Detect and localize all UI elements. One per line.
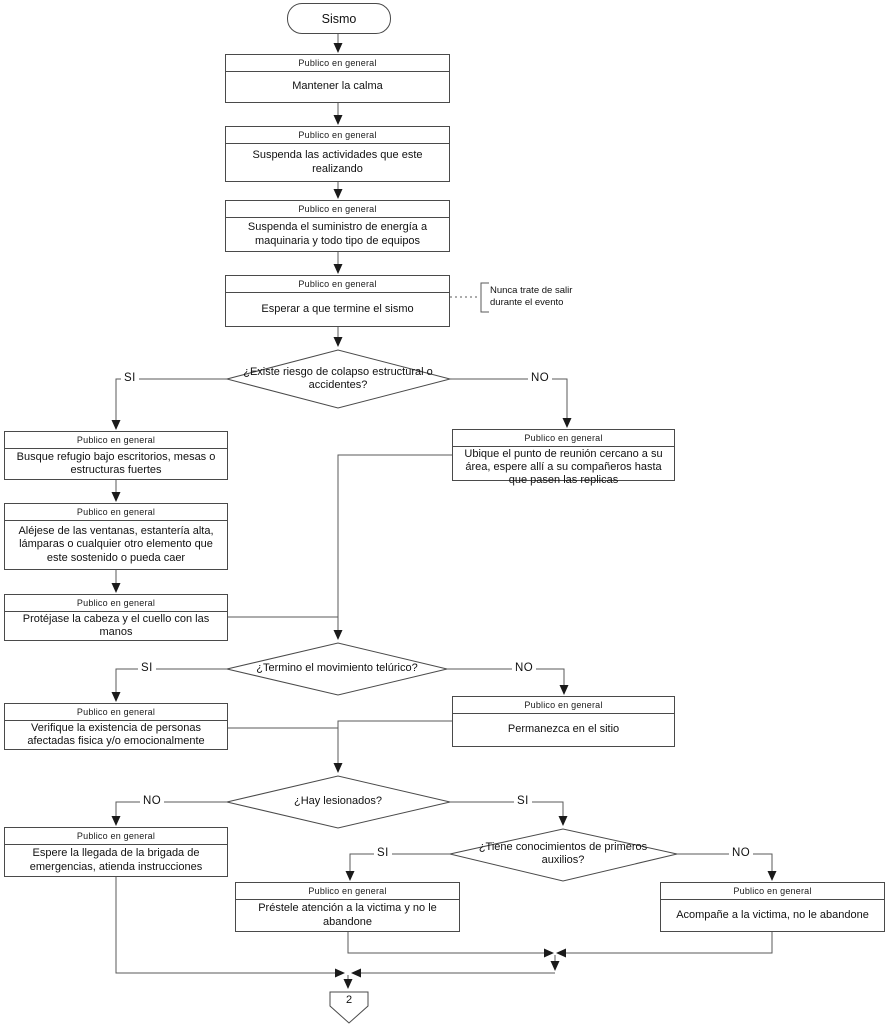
process-text: Acompañe a la victima, no le abandone [676, 908, 869, 921]
process-mantener-calma: Publico en general Mantener la calma [225, 54, 450, 103]
audience-header: Publico en general [453, 430, 674, 447]
offpage-connector-shape [329, 991, 369, 1024]
edge-label-termino-si: SI [138, 661, 156, 675]
process-text: Esperar a que termine el sismo [261, 302, 414, 315]
edge-termino-no-to-permanezca [447, 668, 569, 695]
audience-header: Publico en general [5, 504, 227, 521]
process-text: Mantener la calma [292, 80, 383, 93]
edge-label-lesionados-si: SI [514, 794, 532, 808]
edge-label-auxilios-si: SI [374, 846, 392, 860]
edge-label-auxilios-no: NO [729, 846, 754, 860]
offpage-connector-label: 2 [345, 994, 353, 1006]
start-node: Sismo [287, 3, 391, 34]
audience-header: Publico en general [226, 55, 449, 72]
process-ubique-punto-reunion: Publico en general Ubique el punto de re… [452, 429, 675, 486]
decision-termino-shape [226, 642, 448, 696]
audience-header: Publico en general [661, 883, 884, 900]
process-suspenda-energia: Publico en general Suspenda el suministr… [225, 200, 450, 252]
audience-header: Publico en general [5, 432, 227, 449]
process-text: Ubique el punto de reunión cercano a su … [464, 448, 663, 487]
edge-auxilios-no-to-acompane [677, 853, 777, 881]
audience-header: Publico en general [226, 201, 449, 218]
edge-label-colapso-si: SI [121, 371, 139, 385]
start-label: Sismo [321, 11, 357, 26]
audience-header: Publico en general [5, 828, 227, 845]
process-protejase-cabeza: Publico en general Protéjase la cabeza y… [4, 594, 228, 641]
edge-acompane-to-merge [556, 932, 773, 958]
process-text: Verifique la existencia de personas afec… [27, 722, 205, 748]
edge-lesionados-si-to-decision-auxilios [450, 801, 568, 826]
note-bracket [480, 282, 489, 313]
edge-colapso-si-to-refugio [111, 378, 227, 430]
process-text: Préstele atención a la victima y no le a… [258, 902, 437, 928]
decision-auxilios-label: ¿Tiene conocimientos de primeros auxilio… [478, 840, 648, 866]
decision-lesionados-label: ¿Hay lesionados? [293, 795, 383, 808]
audience-header: Publico en general [453, 697, 674, 714]
edge-label-lesionados-no: NO [140, 794, 165, 808]
audience-header: Publico en general [236, 883, 459, 900]
process-busque-refugio: Publico en general Busque refugio bajo e… [4, 431, 228, 480]
process-suspenda-actividades: Publico en general Suspenda las activida… [225, 126, 450, 182]
decision-termino-label: ¿Termino el movimiento telúrico? [256, 662, 418, 675]
edge-colapso-no-to-punto-reunion [450, 378, 572, 428]
process-prestele-atencion: Publico en general Préstele atención a l… [235, 882, 460, 932]
edge-label-colapso-no: NO [528, 371, 553, 385]
edge-permanezca-to-decision-lesionados [333, 720, 452, 773]
decision-lesionados-shape [226, 775, 451, 829]
process-text: Aléjese de las ventanas, estantería alta… [18, 525, 214, 564]
process-text: Espere la llegada de la brigada de emerg… [29, 847, 203, 873]
audience-header: Publico en general [5, 595, 227, 612]
decision-colapso-shape [225, 349, 452, 409]
annotation-note: Nunca trate de salir durante el evento [490, 285, 573, 309]
edge-termino-si-to-verifique [111, 668, 227, 702]
audience-header: Publico en general [5, 704, 227, 721]
process-espere-brigada: Publico en general Espere la llegada de … [4, 827, 228, 877]
process-text: Suspenda el suministro de energía a maqu… [247, 221, 428, 247]
process-text: Busque refugio bajo escritorios, mesas o… [16, 450, 216, 476]
decision-colapso-label: ¿Existe riesgo de colapso estructural o … [243, 365, 433, 391]
edge-lesionados-no-to-espere-brigada [111, 801, 227, 826]
process-text: Permanezca en el sitio [507, 723, 620, 736]
edge-punto-reunion-to-decision-termino [333, 454, 452, 640]
process-text: Protéjase la cabeza y el cuello con las … [22, 613, 210, 639]
audience-header: Publico en general [226, 276, 449, 293]
process-acompane-victima: Publico en general Acompañe a la victima… [660, 882, 885, 932]
edge-label-termino-no: NO [512, 661, 537, 675]
edge-espere-brigada-to-merge [115, 877, 345, 978]
decision-auxilios-shape [449, 828, 678, 882]
process-alejese-ventanas: Publico en general Aléjese de las ventan… [4, 503, 228, 570]
edge-auxilios-si-to-prestele [345, 853, 450, 881]
audience-header: Publico en general [226, 127, 449, 144]
process-verifique-personas: Publico en general Verifique la existenc… [4, 703, 228, 750]
process-permanezca-sitio: Publico en general Permanezca en el siti… [452, 696, 675, 747]
process-text: Suspenda las actividades que este realiz… [252, 149, 423, 175]
process-esperar-termine-sismo: Publico en general Esperar a que termine… [225, 275, 450, 327]
edge-prestele-to-merge [347, 932, 554, 958]
